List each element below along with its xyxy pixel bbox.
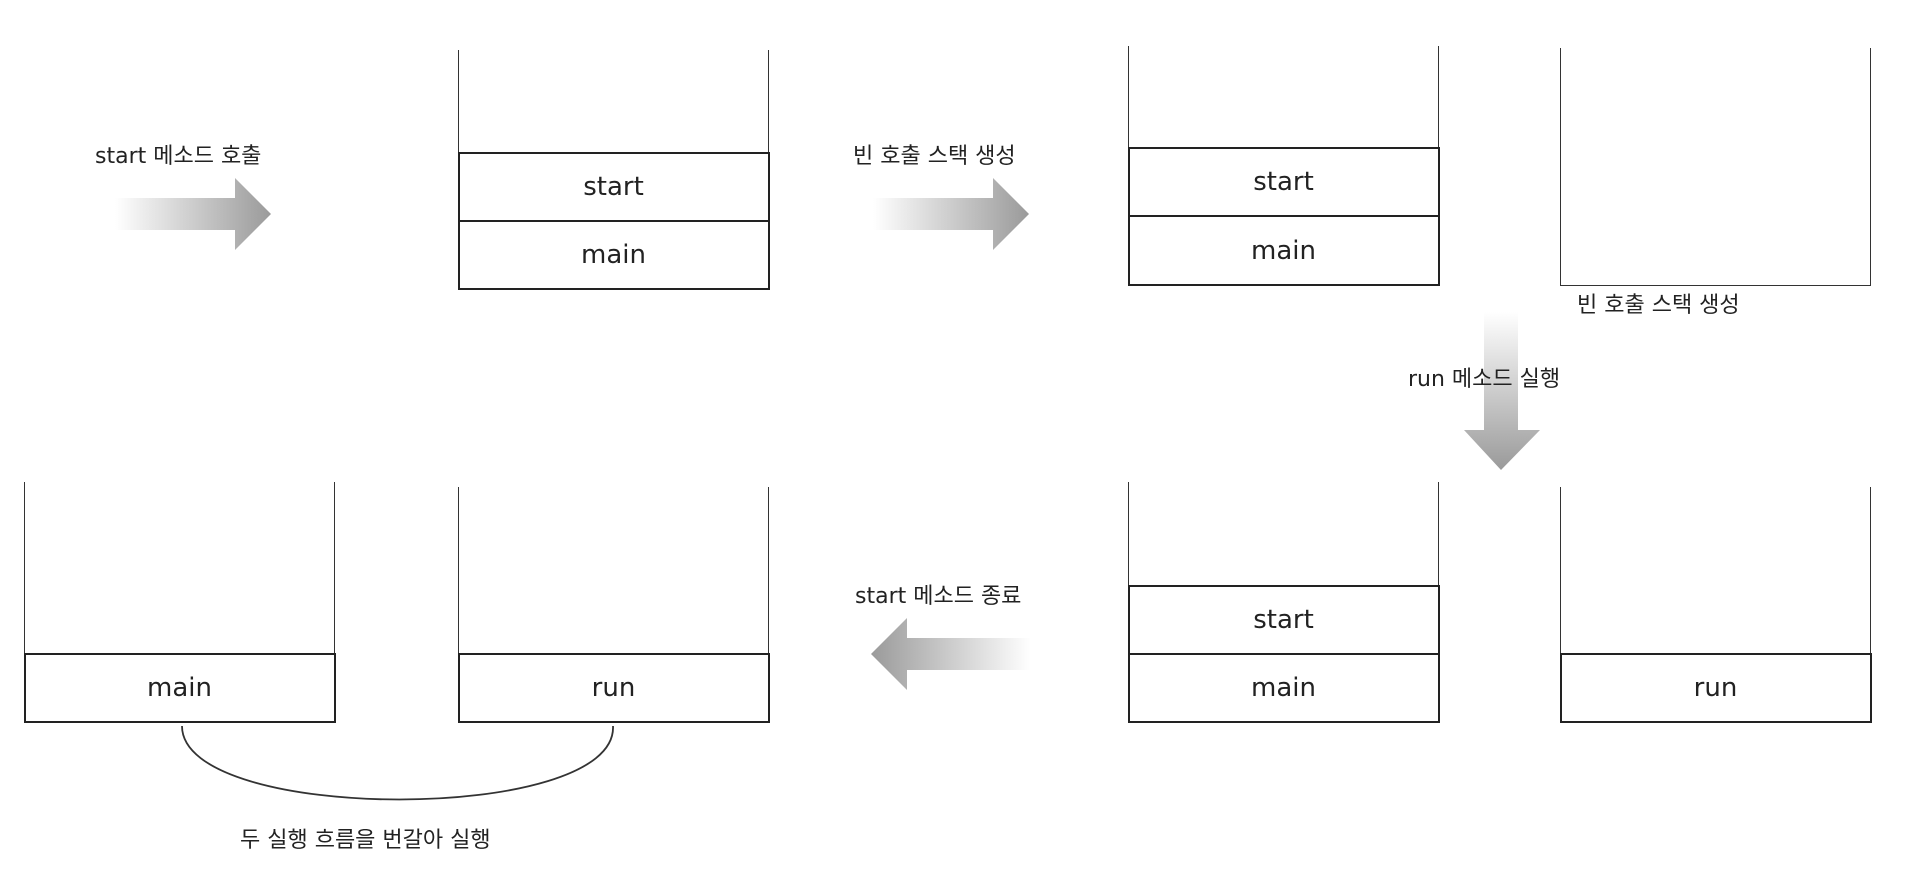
stack-frame-run: run [457, 653, 770, 723]
stack-frame-start: start [1127, 147, 1440, 217]
label-empty-stack-caption: 빈 호출 스택 생성 [1577, 293, 1740, 318]
label-alternate-execution: 두 실행 흐름을 번갈아 실행 [240, 828, 491, 853]
call-stack-new-thread: run [1559, 487, 1872, 723]
call-stack-main-thread-2: start main [1127, 46, 1440, 286]
label-run-method: run 메소드 실행 [1408, 367, 1561, 392]
arrow-down-icon [1464, 312, 1540, 472]
stack-frame-start: start [1127, 585, 1440, 655]
stack-frame-start: start [457, 152, 770, 222]
stack-frame-main: main [457, 220, 770, 290]
call-stack-main-thread-1: start main [457, 50, 770, 290]
call-stack-empty-new [1560, 48, 1871, 286]
alternation-bracket [170, 724, 630, 804]
label-create-empty-stack: 빈 호출 스택 생성 [853, 144, 1016, 169]
call-stack-new-thread-final: run [457, 487, 770, 723]
stack-frame-main: main [23, 653, 336, 723]
stack-frame-main: main [1127, 653, 1440, 723]
arrow-right-icon [115, 178, 275, 250]
label-start-end: start 메소드 종료 [855, 584, 1022, 609]
stack-frame-main: main [1127, 215, 1440, 286]
arrow-left-icon [871, 618, 1031, 690]
stack-frame-run: run [1559, 653, 1872, 723]
arrow-right-icon [873, 178, 1033, 250]
call-stack-main-thread-3: start main [1127, 482, 1440, 723]
label-start-call: start 메소드 호출 [95, 144, 262, 169]
call-stack-main-thread-final: main [23, 482, 336, 723]
